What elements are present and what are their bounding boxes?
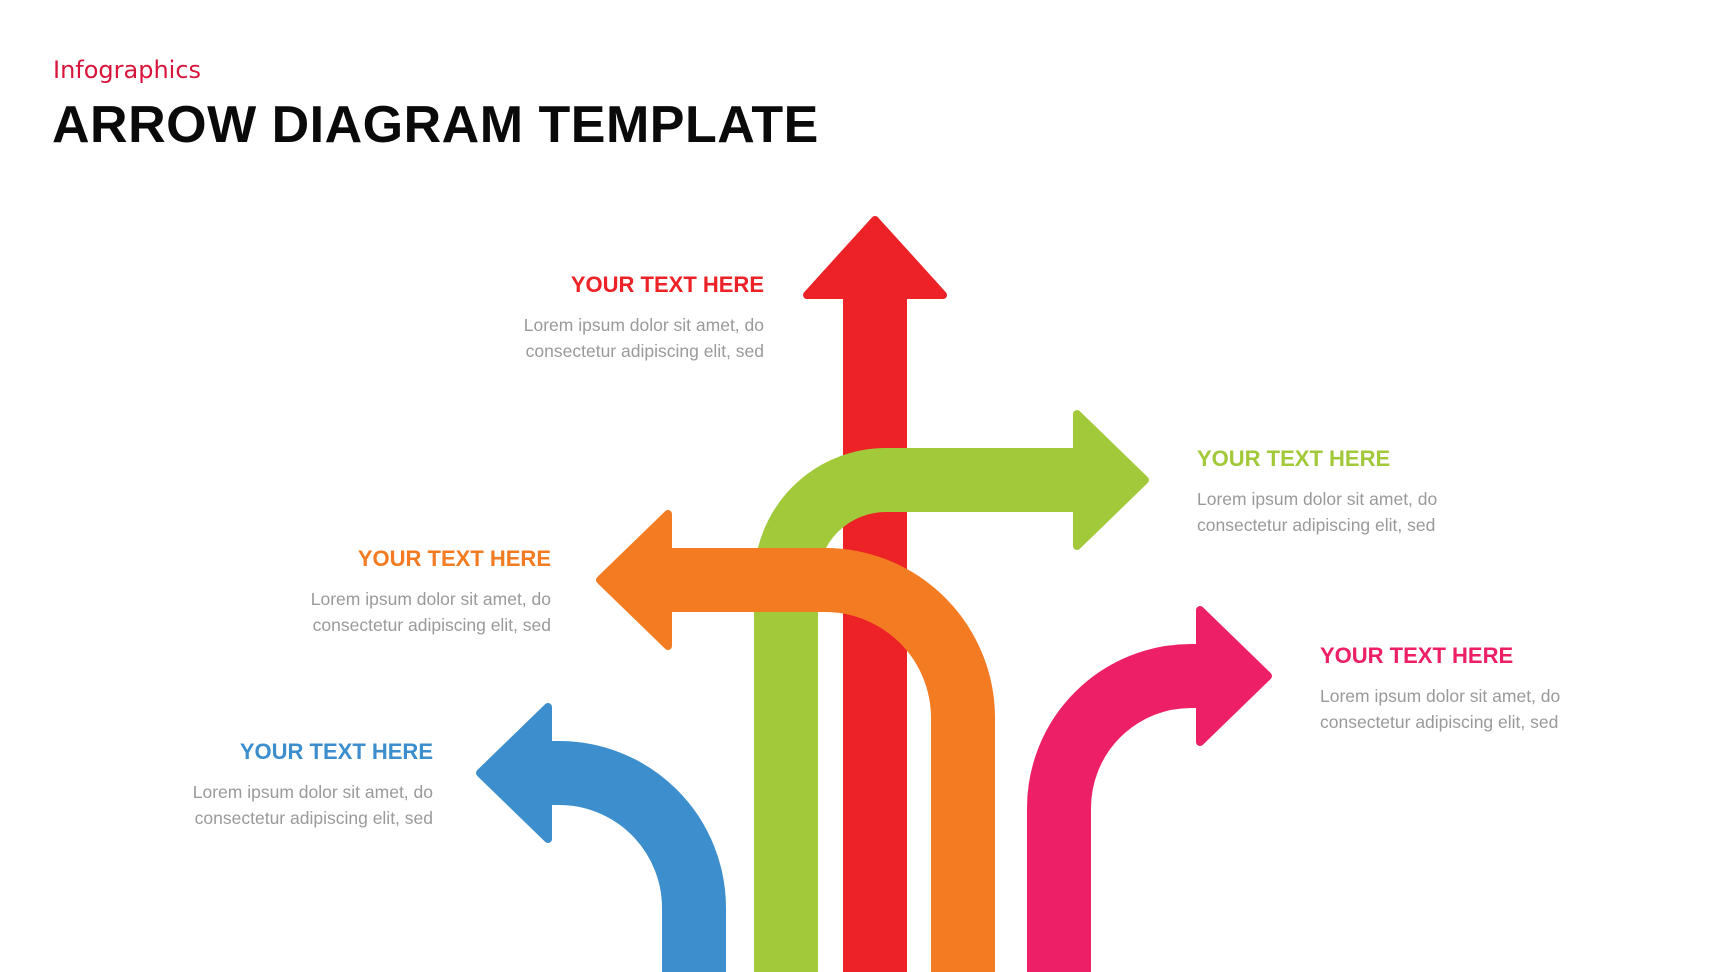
slide-subtitle: Infographics [53,56,202,84]
label-blue-body-line1: Lorem ipsum dolor sit amet, do [192,782,433,802]
label-orange-heading: YOUR TEXT HERE [357,546,551,571]
label-green-body-line2: consectetur adipiscing elit, sed [1197,515,1436,535]
orange-arrow-shaft [665,548,995,972]
label-pink-body: Lorem ipsum dolor sit amet, do consectet… [1320,683,1620,735]
label-red-body-line2: consectetur adipiscing elit, sed [525,341,764,361]
pink-arrowhead-icon [1196,606,1272,746]
label-blue-body: Lorem ipsum dolor sit amet, do consectet… [133,779,433,831]
label-orange-body-line1: Lorem ipsum dolor sit amet, do [310,589,551,609]
orange-arrowhead-icon [596,510,672,650]
label-blue-heading: YOUR TEXT HERE [239,739,433,764]
red-arrowhead-icon [803,216,947,299]
blue-arrow-shaft [545,741,726,972]
pink-arrow-shaft [1027,644,1203,972]
label-pink-heading: YOUR TEXT HERE [1320,643,1514,668]
label-blue-body-line2: consectetur adipiscing elit, sed [194,808,433,828]
label-red: YOUR TEXT HERE Lorem ipsum dolor sit ame… [464,272,764,364]
label-orange: YOUR TEXT HERE Lorem ipsum dolor sit ame… [251,546,551,638]
label-green-body-line1: Lorem ipsum dolor sit amet, do [1197,489,1438,509]
label-orange-body-line2: consectetur adipiscing elit, sed [312,615,551,635]
label-pink-body-line2: consectetur adipiscing elit, sed [1320,712,1559,732]
label-green: YOUR TEXT HERE Lorem ipsum dolor sit ame… [1197,446,1497,538]
label-red-body-line1: Lorem ipsum dolor sit amet, do [523,315,764,335]
blue-arrowhead-icon [476,703,552,843]
label-blue: YOUR TEXT HERE Lorem ipsum dolor sit ame… [133,739,433,831]
label-red-heading: YOUR TEXT HERE [570,272,764,297]
green-arrowhead-icon [1073,410,1149,550]
label-pink-body-line1: Lorem ipsum dolor sit amet, do [1320,686,1561,706]
label-pink: YOUR TEXT HERE Lorem ipsum dolor sit ame… [1320,643,1620,735]
label-green-body: Lorem ipsum dolor sit amet, do consectet… [1197,486,1497,538]
label-green-heading: YOUR TEXT HERE [1197,446,1391,471]
label-red-body: Lorem ipsum dolor sit amet, do consectet… [464,312,764,364]
slide-title: ARROW DIAGRAM TEMPLATE [52,96,819,154]
label-orange-body: Lorem ipsum dolor sit amet, do consectet… [251,586,551,638]
